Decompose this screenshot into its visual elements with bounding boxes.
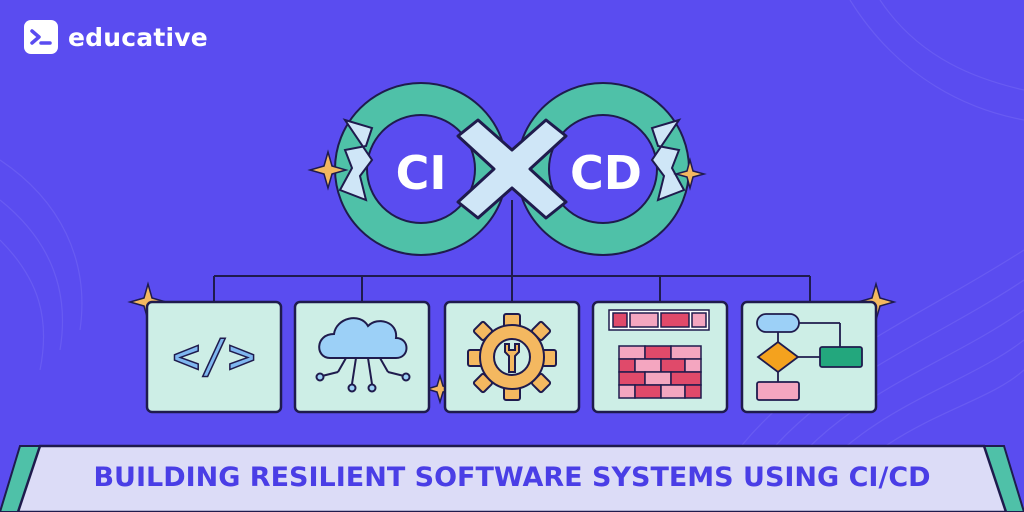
code-brackets-icon: </> <box>172 329 255 383</box>
cd-label: CD <box>570 146 642 200</box>
brand-header: educative <box>24 20 208 54</box>
flowchart-icon <box>756 313 863 401</box>
connector-lines <box>213 200 811 302</box>
code-card <box>145 300 283 414</box>
terminal-prompt-icon <box>24 20 58 54</box>
ci-label: CI <box>395 146 447 200</box>
gear-wrench-icon <box>467 313 557 401</box>
x-cross-icon <box>456 118 568 220</box>
cloud-network-icon <box>315 317 411 393</box>
infinity-loop <box>334 82 690 256</box>
brand-name: educative <box>68 22 208 52</box>
title-banner <box>0 444 1024 512</box>
sparkle-icon <box>673 157 707 191</box>
sparkle-icon <box>307 149 349 191</box>
banner-title: BUILDING RESILIENT SOFTWARE SYSTEMS USIN… <box>93 462 931 493</box>
brick-wall-icon <box>608 309 710 399</box>
